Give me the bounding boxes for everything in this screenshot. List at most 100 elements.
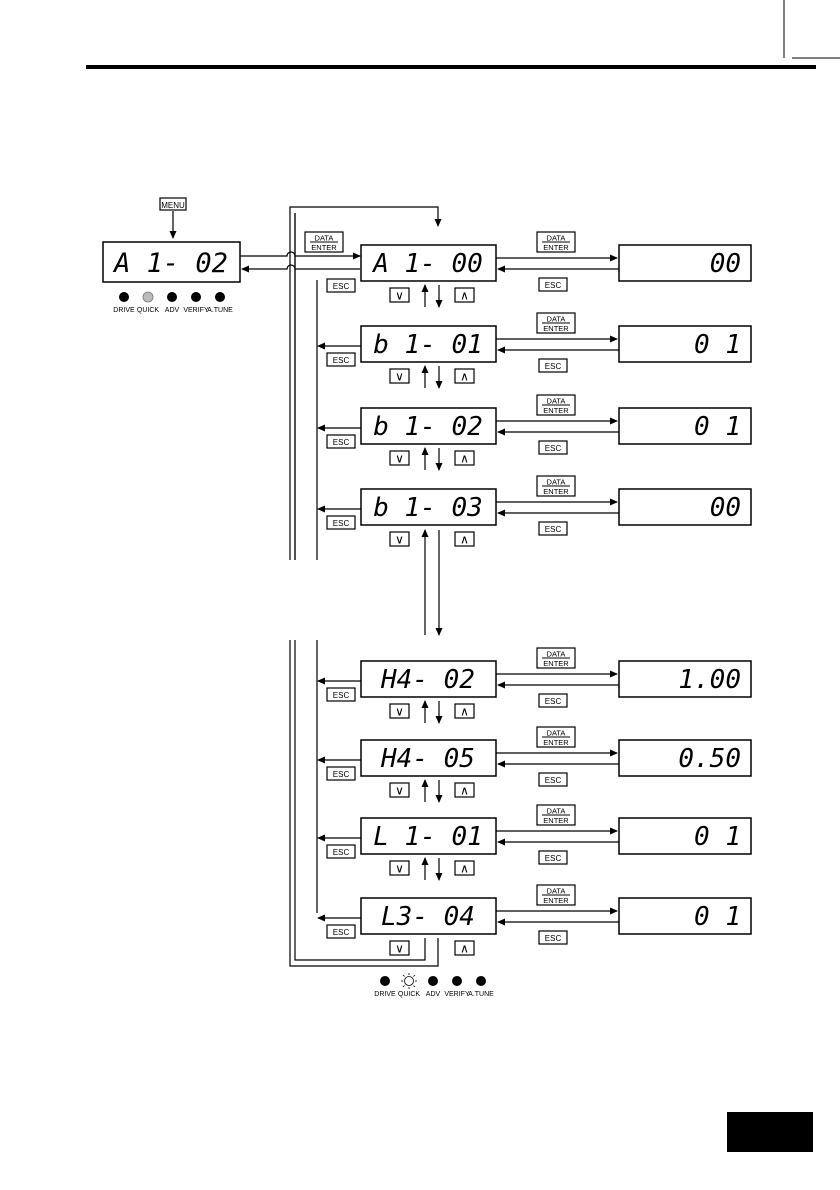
menu-key[interactable]: MENU [159,197,187,211]
led-indicators-top: DRIVE QUICK ADV VERIFY A.TUNE [113,291,233,314]
param-display[interactable]: H4- 05 [360,739,497,777]
esc-key-label: ESC [333,438,350,447]
data-key-label: DATA [547,315,566,324]
led-label-quick-2: QUICK [398,991,421,998]
param-code: b 1- 02 [373,412,483,442]
esc-key-8-value[interactable]: ESC [538,930,568,945]
esc-key-label: ESC [333,848,350,857]
data-key-label: DATA [547,397,566,406]
esc-key-label: ESC [333,356,350,365]
param-code: b 1- 01 [373,330,483,360]
up-key-glyph: ∧ [460,942,469,956]
param-value: 1.00 [678,665,741,695]
esc-key-6-menu[interactable]: ESC [326,766,356,781]
led-quick-2 [401,973,417,989]
up-key-glyph: ∧ [460,289,469,303]
led-label-adv: ADV [165,307,180,314]
up-arrow-key-8[interactable]: ∧ [454,940,475,956]
param-value: 00 [710,493,741,523]
led-verify [191,292,201,302]
param-code: L3- 04 [381,902,475,932]
param-display[interactable]: b 1- 02 [360,407,497,445]
param-value: 0 1 [694,902,741,932]
esc-key-5-value[interactable]: ESC [538,693,568,708]
up-arrow-key-2[interactable]: ∧ [454,368,475,384]
up-arrow-key-5[interactable]: ∧ [454,703,475,719]
up-arrow-key-6[interactable]: ∧ [454,782,475,798]
param-value: 00 [710,249,741,279]
down-key-glyph: ∨ [395,533,404,547]
param-display[interactable]: b 1- 01 [360,325,497,363]
param-display[interactable]: L 1- 01 [360,817,497,855]
esc-key-4-menu[interactable]: ESC [326,515,356,530]
param-value: 0 1 [694,330,741,360]
esc-key-label: ESC [545,854,562,863]
esc-key-3-menu[interactable]: ESC [326,434,356,449]
up-arrow-key-4[interactable]: ∧ [454,531,475,547]
start-display-text: A 1- 02 [112,248,228,279]
enter-key-label: ENTER [543,406,569,415]
down-arrow-key-7[interactable]: ∨ [389,860,410,876]
down-arrow-key-4[interactable]: ∨ [389,531,410,547]
down-arrow-key-5[interactable]: ∨ [389,703,410,719]
esc-key-3-value[interactable]: ESC [538,440,568,455]
esc-key-label: ESC [545,697,562,706]
down-key-glyph: ∨ [395,705,404,719]
data-key-label: DATA [547,478,566,487]
param-display[interactable]: L3- 04 [360,897,497,935]
param-display[interactable]: H4- 02 [360,660,497,698]
enter-key-label: ENTER [543,659,569,668]
header-rule [86,65,816,69]
enter-key-label: ENTER [543,738,569,747]
esc-key-label: ESC [545,525,562,534]
data-key-label: DATA [315,234,334,243]
led-label-verify: VERIFY [183,307,209,314]
down-key-glyph: ∨ [395,784,404,798]
up-key-glyph: ∧ [460,784,469,798]
up-arrow-key-7[interactable]: ∧ [454,860,475,876]
esc-key-7-menu[interactable]: ESC [326,844,356,859]
led-drive-2 [380,976,390,986]
param-display[interactable]: A 1- 00 [360,244,497,282]
esc-key-2-value[interactable]: ESC [538,358,568,373]
esc-key-label: ESC [333,770,350,779]
down-arrow-key-8[interactable]: ∨ [389,940,410,956]
down-key-glyph: ∨ [395,862,404,876]
esc-key-6-value[interactable]: ESC [538,772,568,787]
up-key-glyph: ∧ [460,705,469,719]
down-key-glyph: ∨ [395,942,404,956]
led-label-verify-2: VERIFY [444,991,470,998]
down-arrow-key-3[interactable]: ∨ [389,450,410,466]
esc-key-1-menu[interactable]: ESC [326,278,356,293]
value-display: 0 1 [618,817,752,855]
esc-key-label: ESC [333,928,350,937]
param-display[interactable]: b 1- 03 [360,488,497,526]
led-atune [215,292,225,302]
down-arrow-key-6[interactable]: ∨ [389,782,410,798]
esc-key-4-value[interactable]: ESC [538,521,568,536]
esc-key-8-menu[interactable]: ESC [326,924,356,939]
value-display: 0 1 [618,407,752,445]
down-key-glyph: ∨ [395,289,404,303]
esc-key-5-menu[interactable]: ESC [326,687,356,702]
param-value: 0 1 [694,822,741,852]
up-arrow-key-1[interactable]: ∧ [454,287,475,303]
down-arrow-key-1[interactable]: ∨ [389,287,410,303]
value-display: 0 1 [618,897,752,935]
down-arrow-key-2[interactable]: ∨ [389,368,410,384]
esc-key-1-value[interactable]: ESC [538,277,568,292]
esc-key-2-menu[interactable]: ESC [326,352,356,367]
esc-key-7-value[interactable]: ESC [538,850,568,865]
data-key-label: DATA [547,807,566,816]
up-arrow-key-3[interactable]: ∧ [454,450,475,466]
